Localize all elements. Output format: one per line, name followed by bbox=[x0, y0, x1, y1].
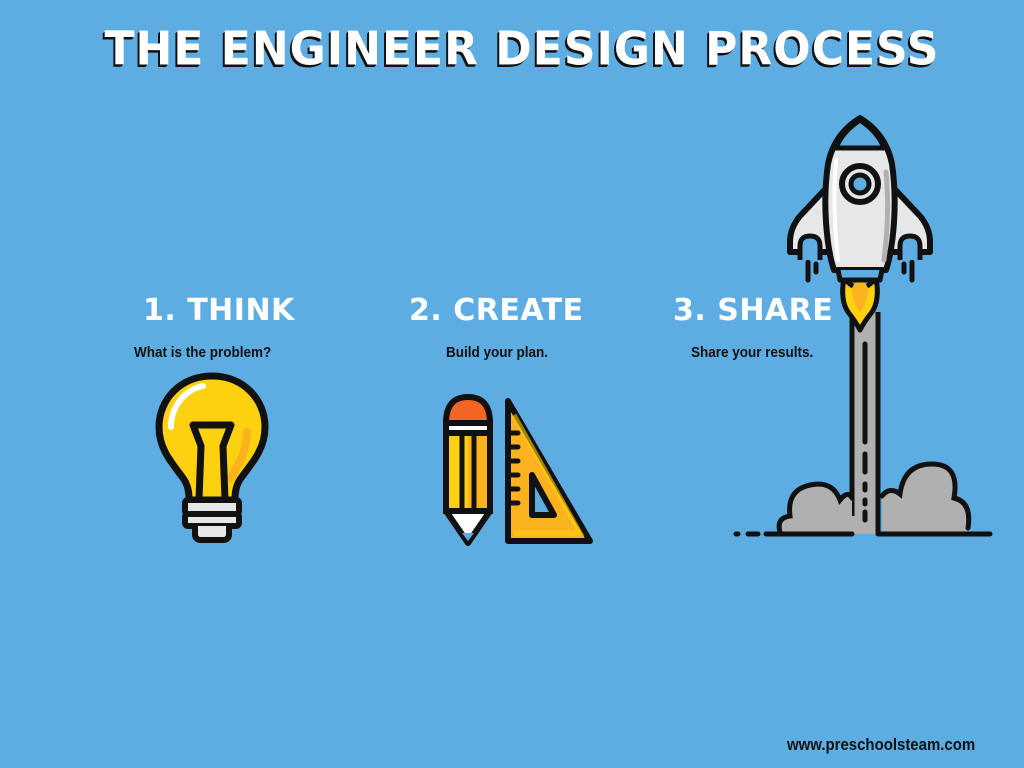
page-title: THE ENGINEER DESIGN PROCESS bbox=[104, 22, 940, 77]
rocket-icon bbox=[733, 115, 993, 537]
step-think-title: 1. THINK bbox=[143, 293, 295, 328]
pencil-ruler-icon bbox=[443, 394, 593, 546]
pencil-icon bbox=[443, 394, 493, 546]
step-create-subtitle: Build your plan. bbox=[446, 344, 549, 361]
step-share-title: 3. SHARE bbox=[673, 293, 834, 328]
cloud-icon bbox=[776, 461, 972, 535]
footer-url: www.preschoolsteam.com bbox=[787, 735, 976, 754]
triangle-ruler-icon bbox=[505, 398, 593, 544]
step-think-subtitle: What is the problem? bbox=[134, 344, 272, 361]
step-share-subtitle: Share your results. bbox=[691, 344, 814, 361]
lightbulb-icon bbox=[155, 372, 269, 543]
step-create-title: 2. CREATE bbox=[409, 293, 584, 328]
